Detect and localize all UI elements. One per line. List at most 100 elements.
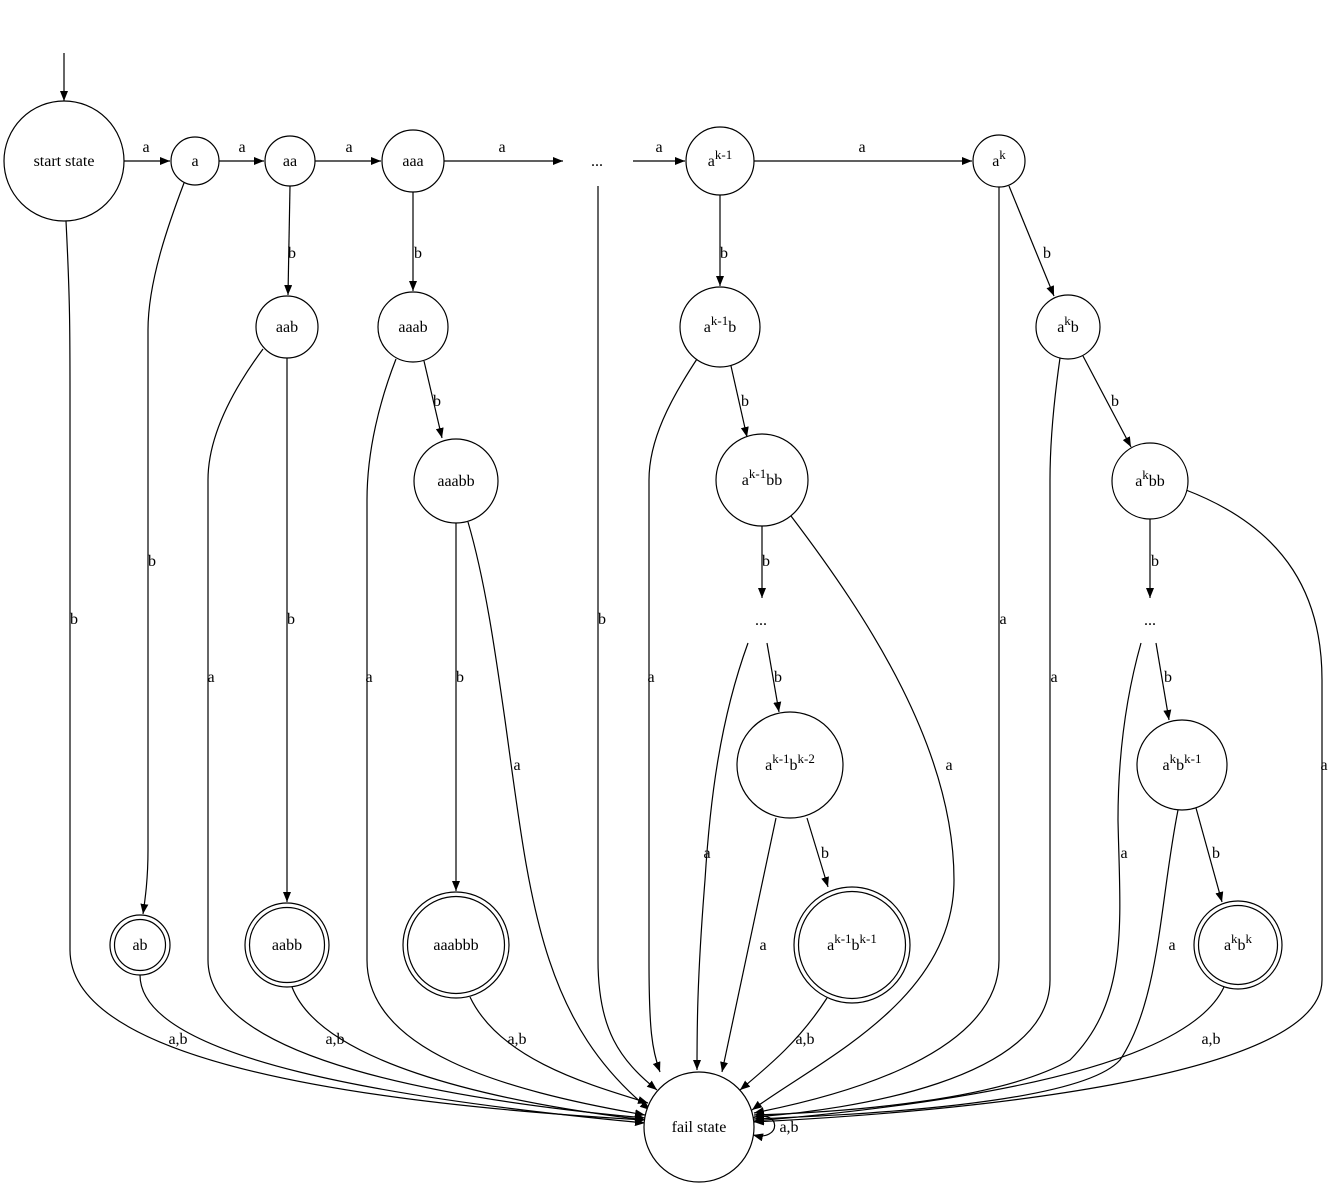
- edge-label: a,b: [795, 1031, 814, 1048]
- edge-dots3-to-fail: a: [753, 642, 1142, 1119]
- edge-label: a: [1120, 845, 1127, 862]
- edge-akbk-to-fail: a,b: [753, 986, 1225, 1125]
- edge-akbb-to-fail: a: [753, 489, 1328, 1126]
- state-ak1b[interactable]: ak-1b: [679, 286, 761, 368]
- state-aaabb[interactable]: aaabb: [413, 438, 499, 524]
- state-ab[interactable]: ab: [109, 914, 171, 976]
- state-akbk[interactable]: akbk: [1193, 900, 1283, 990]
- edge-ak1bk1-to-fail: a,b: [739, 997, 828, 1091]
- edge-arrow: [1155, 642, 1172, 721]
- edge-label: a: [238, 139, 245, 156]
- state-circle: [1136, 719, 1228, 811]
- edge-arrow: [1082, 355, 1132, 448]
- edge-label: b: [774, 669, 782, 686]
- state-label: aaab: [398, 319, 427, 336]
- state-circle: [679, 286, 761, 368]
- state-ak[interactable]: ak: [972, 134, 1026, 188]
- edge-label: a: [858, 139, 865, 156]
- edge-arrow: [139, 974, 646, 1127]
- edge-arrow: [140, 182, 185, 915]
- edge-label: b: [1151, 553, 1159, 570]
- state-dots3[interactable]: ...: [1144, 612, 1156, 629]
- edge-arrow: [207, 348, 646, 1122]
- edge-arrow: [753, 986, 1225, 1125]
- accepting-ring: [797, 890, 907, 1000]
- edge-aaa-to-dots1: a: [444, 139, 563, 165]
- state-akbb[interactable]: akbb: [1111, 442, 1189, 520]
- edge-arrow: [469, 996, 649, 1104]
- edge-dots2-to-fail: a: [693, 642, 749, 1071]
- state-circle: [264, 135, 316, 187]
- state-aabb[interactable]: aabb: [244, 902, 330, 988]
- state-aaabbb[interactable]: aaabbb: [402, 891, 510, 999]
- edge-arrow: [1008, 185, 1055, 297]
- edge-aaabbb-to-fail: a,b: [469, 996, 649, 1104]
- state-aaa[interactable]: aaa: [381, 129, 445, 193]
- edge-arrow: [65, 220, 646, 1124]
- edge-arrow: [753, 489, 1323, 1126]
- edge-label: b: [1111, 393, 1119, 410]
- state-fail[interactable]: fail state: [643, 1071, 755, 1183]
- edge-arrow: [753, 357, 1061, 1121]
- edge-ak1bk2-to-fail: a: [720, 817, 777, 1073]
- edge-label: a: [142, 139, 149, 156]
- state-label: fail state: [672, 1119, 727, 1136]
- state-aaab[interactable]: aaab: [377, 291, 449, 363]
- edge-label: b: [456, 669, 464, 686]
- state-label: ak-1bk-2: [765, 751, 815, 775]
- edge-arrow: [730, 365, 749, 438]
- edge-a-to-aa: a: [219, 139, 264, 165]
- state-a[interactable]: a: [170, 136, 220, 186]
- edge-label: a: [999, 611, 1006, 628]
- edge-arrow: [291, 986, 646, 1123]
- state-label: ak-1bk-1: [827, 931, 877, 955]
- state-circle: [109, 914, 171, 976]
- edge-label: a: [1050, 669, 1057, 686]
- edge-arrow: [753, 809, 1179, 1123]
- state-label: aa: [283, 153, 297, 170]
- edge-label: a: [703, 845, 710, 862]
- state-circle: [643, 1071, 755, 1183]
- state-circle: [413, 438, 499, 524]
- edge-label: a: [1168, 937, 1175, 954]
- edge-arrow: [806, 817, 829, 888]
- edge-label: a: [1320, 757, 1327, 774]
- edge-akb-to-fail: a: [753, 357, 1061, 1121]
- state-ak1bk2[interactable]: ak-1bk-2: [736, 711, 844, 819]
- state-aab[interactable]: aab: [255, 295, 319, 359]
- edge-label: a,b: [507, 1031, 526, 1048]
- edge-aab-to-aabb: b: [283, 358, 295, 902]
- edge-akbk1-to-akbk: b: [1195, 807, 1224, 903]
- state-akb[interactable]: akb: [1035, 294, 1101, 360]
- state-label: aab: [276, 319, 298, 336]
- state-ak1[interactable]: ak-1: [685, 126, 755, 196]
- edge-label: a: [365, 669, 372, 686]
- edge-label: b: [433, 393, 441, 410]
- edge-dots1-to-fail: b: [597, 186, 658, 1091]
- edge-arrow: [366, 358, 646, 1118]
- state-akbk1[interactable]: akbk-1: [1136, 719, 1228, 811]
- state-ak1bk1[interactable]: ak-1bk-1: [793, 886, 911, 1004]
- edge-akbb-to-dots3: b: [1146, 519, 1159, 598]
- state-dots2[interactable]: ...: [755, 612, 767, 629]
- edge-ak1bk2-to-ak1bk1: b: [806, 817, 829, 888]
- state-label: ak-1b: [704, 313, 736, 337]
- edge-arrow: [467, 521, 651, 1111]
- edge-aaabb-to-aaabbb: b: [452, 523, 464, 891]
- edge-arrow: [648, 358, 698, 1073]
- state-start[interactable]: start state: [3, 100, 125, 222]
- edge-label: b: [287, 611, 295, 628]
- edge-aaab-to-fail: a: [365, 358, 646, 1118]
- state-ak1bb[interactable]: ak-1bb: [715, 433, 809, 527]
- edge-label: a: [498, 139, 505, 156]
- edge-label: b: [1043, 245, 1051, 262]
- edge-aa-to-aaa: a: [315, 139, 381, 165]
- edge-arrow: [766, 642, 782, 713]
- state-dots1[interactable]: ...: [591, 153, 603, 170]
- edge-label: a: [945, 757, 952, 774]
- state-circle: [793, 886, 911, 1004]
- edge-label: a: [647, 669, 654, 686]
- state-aa[interactable]: aa: [264, 135, 316, 187]
- edge-dots1-to-ak1: a: [633, 139, 685, 165]
